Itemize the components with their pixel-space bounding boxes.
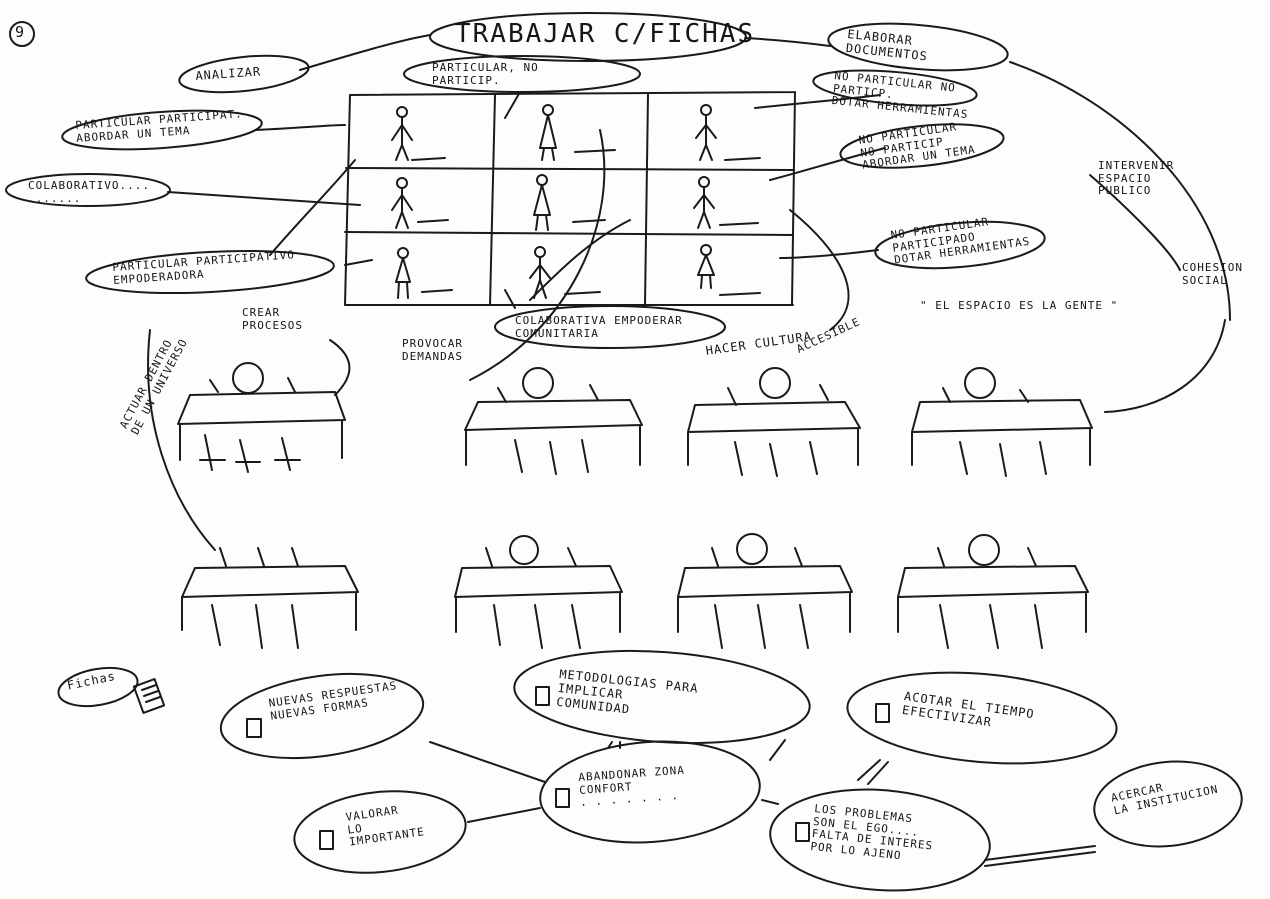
title-label: TRABAJAR C/FICHAS: [455, 19, 756, 49]
connectors-top: [167, 34, 1231, 413]
doc-icons: [132, 678, 890, 850]
page-number-circle: [9, 21, 35, 47]
grid-figures: [391, 104, 717, 299]
espacio-gente-label: " EL ESPACIO ES LA GENTE ": [920, 299, 1119, 312]
grid-lines: [344, 91, 796, 306]
bottom-row-tables: [181, 533, 1089, 649]
valorar-ellipse: [293, 790, 467, 874]
colaborativa-label: COLABORATIVA EMPODERAR COMUNITARIA: [515, 314, 683, 340]
colaborativo-label: COLABORATIVO.... .......: [28, 179, 150, 205]
particular-no-particip-label: PARTICULAR, NO PARTICIP.: [432, 61, 539, 87]
top-row-tables: [177, 362, 1093, 477]
abandonar-ellipse: [539, 740, 761, 844]
no-particular-2-ellipse: [839, 123, 1005, 169]
particular-no-particip-ellipse: [403, 55, 641, 93]
nuevas-ellipse: [219, 672, 425, 760]
acercar-ellipse: [1093, 760, 1243, 848]
connectors-bottom: [429, 739, 1096, 867]
intervenir-label: INTERVENIR ESPACIO PUBLICO: [1098, 159, 1175, 198]
cohesion-label: COHESION SOCIAL: [1182, 261, 1243, 287]
crear-procesos-label: CREAR PROCESOS: [242, 306, 303, 332]
no-particular-1-ellipse: [812, 69, 978, 107]
particular-participat-ellipse: [61, 109, 263, 151]
acotar-ellipse: [846, 671, 1118, 765]
connector-left-curve: [147, 329, 351, 551]
problemas-ellipse: [769, 788, 991, 892]
provocar-label: PROVOCAR DEMANDAS: [402, 337, 463, 363]
particular-participativo-ellipse: [85, 249, 335, 295]
page-number: 9: [15, 23, 26, 41]
title-ellipse: [429, 12, 747, 62]
no-particular-3-ellipse: [874, 220, 1046, 270]
fichas-ellipse: [57, 666, 139, 708]
elaborar-ellipse: [827, 22, 1009, 72]
colaborativo-ellipse: [5, 173, 171, 207]
grid-dashes: [411, 149, 761, 296]
abandonar-label: ABANDONAR ZONA CONFORT . . . . . . .: [577, 763, 686, 810]
